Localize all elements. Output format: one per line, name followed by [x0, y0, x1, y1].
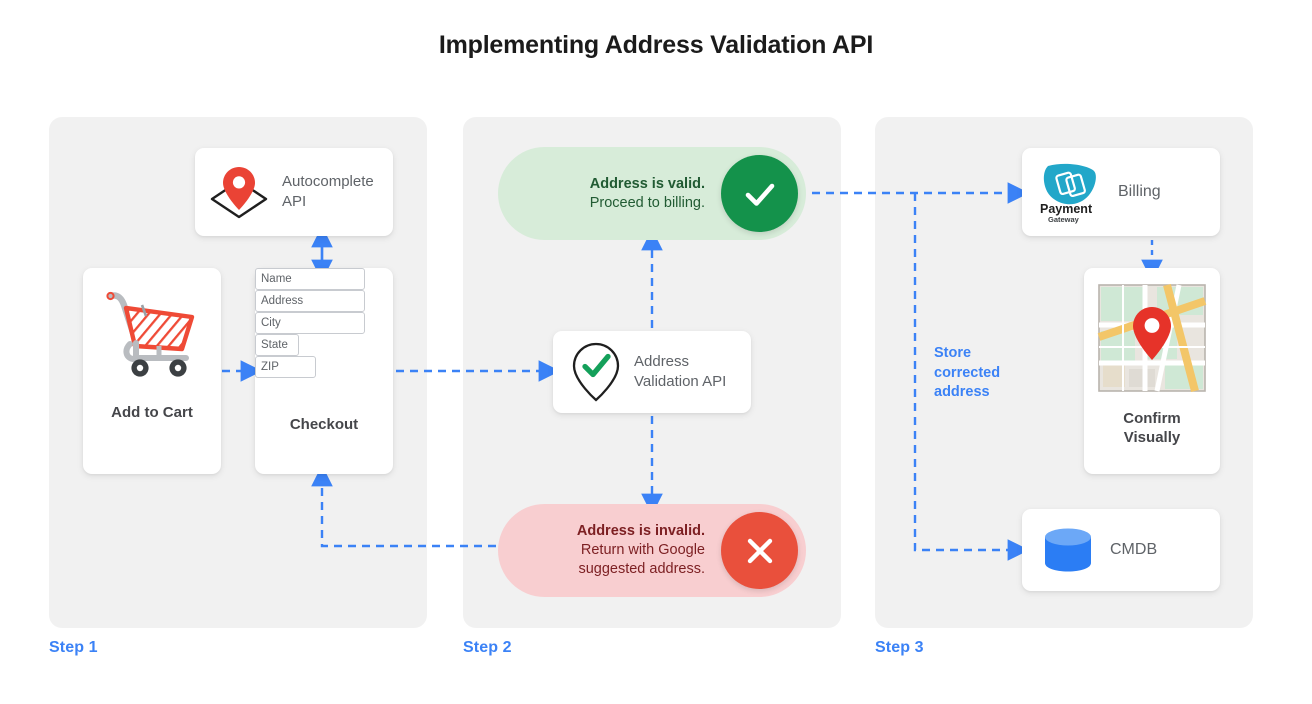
step-2-label: Step 2	[463, 639, 512, 656]
add-to-cart-card[interactable]: Add to Cart	[83, 268, 221, 474]
payment-gateway-logo-primary: Payment	[1040, 202, 1093, 216]
state-field[interactable]: State	[255, 334, 299, 356]
store-note-line1: Store	[934, 345, 972, 361]
database-icon	[1042, 526, 1094, 574]
shopping-cart-icon	[100, 286, 204, 382]
address-invalid-headline: Address is invalid.	[576, 523, 705, 539]
billing-label: Billing	[1118, 183, 1161, 200]
pin-check-icon	[571, 341, 621, 403]
zip-field[interactable]: ZIP	[255, 356, 316, 378]
confirm-visually-caption: Confirm Visually	[1123, 409, 1181, 447]
cmdb-label: CMDB	[1110, 541, 1158, 558]
address-field[interactable]: Address	[255, 290, 365, 312]
check-icon	[721, 155, 798, 232]
map-pin-envelope-icon	[208, 163, 270, 221]
validation-label-line1: Address	[634, 353, 690, 370]
payment-gateway-icon: Payment Gateway	[1036, 160, 1104, 224]
close-icon	[721, 512, 798, 589]
address-valid-headline: Address is valid.	[589, 175, 705, 192]
autocomplete-api-label: Autocomplete API	[282, 172, 374, 212]
store-corrected-address-note: Store corrected address	[934, 344, 1044, 403]
validation-label-line2: Validation API	[634, 373, 727, 390]
step-3-label: Step 3	[875, 639, 924, 656]
address-validation-api-label: Address Validation API	[634, 352, 726, 392]
address-valid-text: Address is valid. Proceed to billing.	[498, 175, 721, 213]
address-invalid-text: Address is invalid. Return with Google s…	[498, 522, 721, 579]
cmdb-card[interactable]: CMDB	[1022, 509, 1220, 591]
confirm-visually-card[interactable]: Confirm Visually	[1084, 268, 1220, 474]
autocomplete-api-label-line2: API	[282, 193, 307, 210]
address-valid-subline: Proceed to billing.	[589, 194, 705, 211]
page-title: Implementing Address Validation API	[438, 31, 874, 59]
address-invalid-pill: Address is invalid. Return with Google s…	[498, 504, 806, 597]
confirm-visually-line2: Visually	[1123, 429, 1181, 446]
city-field[interactable]: City	[255, 312, 365, 334]
address-valid-pill: Address is valid. Proceed to billing.	[498, 147, 806, 240]
checkout-card[interactable]: Name Address City State ZIP Checkout	[255, 268, 393, 474]
store-note-line2: corrected	[934, 364, 1001, 381]
add-to-cart-caption: Add to Cart	[111, 404, 193, 421]
address-invalid-subline1: Return with Google	[580, 542, 705, 558]
billing-card[interactable]: Payment Gateway Billing	[1022, 148, 1220, 236]
map-thumbnail-icon	[1097, 283, 1207, 393]
address-validation-api-card[interactable]: Address Validation API	[553, 331, 751, 413]
store-note-line3: address	[934, 384, 990, 400]
step-1-label: Step 1	[49, 639, 98, 656]
checkout-caption: Checkout	[289, 416, 359, 433]
payment-gateway-logo-secondary: Gateway	[1048, 215, 1080, 224]
autocomplete-api-label-line1: Autocomplete	[282, 173, 374, 190]
autocomplete-api-card[interactable]: Autocomplete API	[195, 148, 393, 236]
name-field[interactable]: Name	[255, 268, 365, 290]
confirm-visually-line1: Confirm	[1123, 410, 1181, 427]
address-invalid-subline2: suggested address.	[578, 561, 705, 577]
